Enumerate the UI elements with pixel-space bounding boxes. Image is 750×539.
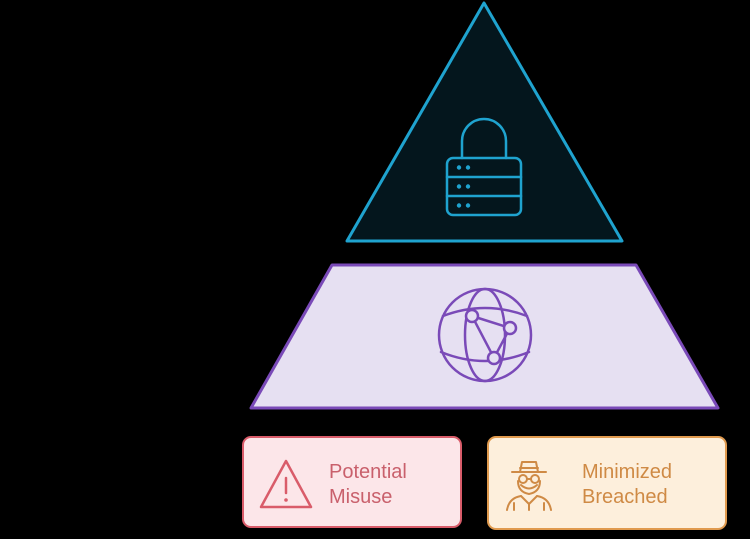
warning-icon: [259, 459, 313, 509]
card-label-line1: Minimized: [582, 461, 673, 483]
card-label: Minimized Breached: [582, 460, 672, 510]
globe-network-icon: [437, 287, 533, 383]
card-label: Potential Misuse: [329, 460, 407, 510]
lock-server-icon: [445, 117, 523, 217]
spy-icon: [506, 461, 552, 511]
middle-trapezoid: [249, 263, 720, 410]
card-minimized-breached: Minimized Breached: [487, 436, 727, 530]
card-label-line2: Misuse: [329, 486, 393, 508]
card-potential-misuse: Potential Misuse: [242, 436, 462, 528]
apex-triangle: [345, 1, 624, 243]
card-label-line1: Potential: [329, 461, 407, 483]
card-label-line2: Breached: [582, 486, 668, 508]
